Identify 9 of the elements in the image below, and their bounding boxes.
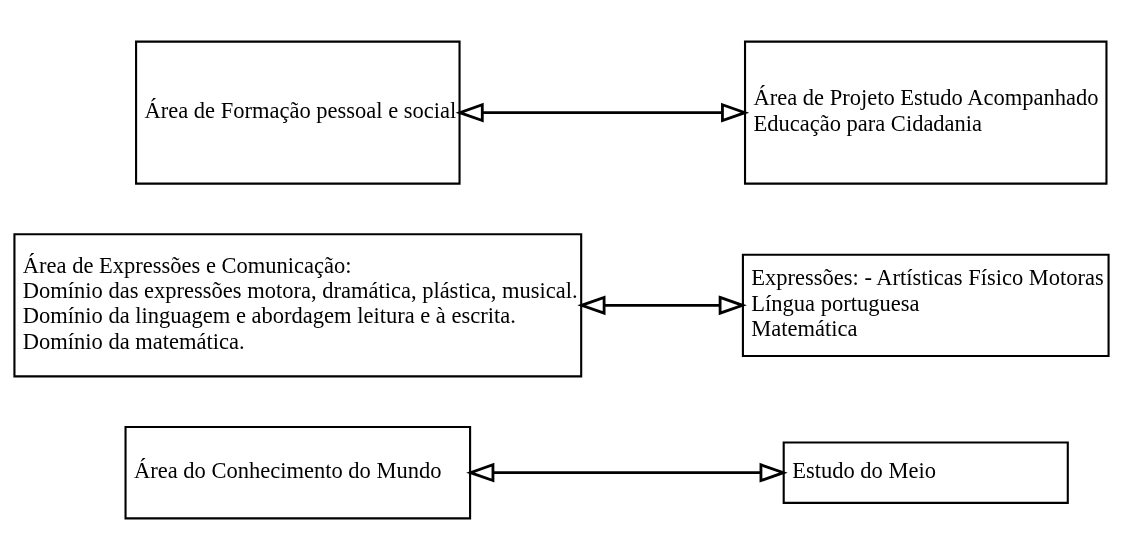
node-box: Área de Expressões e Comunicação: Domínio das expressões motora, dramática, plástica, musical. Domínio da linguagem e abordagem leitura e à escrita. Domínio da matemática. [13, 232, 583, 377]
node-box: Área de Projeto Estudo Acompanhado Educação para Cidadania [743, 40, 1108, 185]
arrow [466, 462, 788, 482]
arrow [455, 102, 750, 122]
arrow [577, 294, 747, 315]
node-box: Expressões: - Artísticas Físico Motoras Língua portuguesa Matemática [741, 253, 1110, 357]
node-box: Estudo do Meio [782, 440, 1069, 504]
node-box: Área de Formação pessoal e social [135, 40, 461, 185]
node-box: Área do Conhecimento do Mundo [124, 425, 472, 519]
